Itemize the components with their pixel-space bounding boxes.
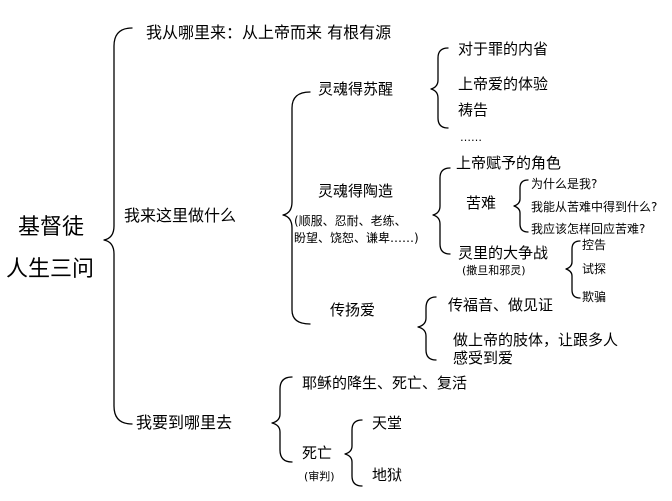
shaping-virtues-line1: (顺服、忍耐、老练、 [294, 214, 407, 228]
shaping-virtues-line2: 盼望、饶恕、谦卑……) [294, 231, 419, 245]
suffering-question-1: 为什么是我? [531, 177, 598, 191]
node-awakening: 灵魂得苏醒 [318, 80, 394, 98]
spreading-item-2: 做上帝的肢体，让跟多人 感受到爱 [453, 331, 619, 367]
brace-death [344, 419, 363, 487]
root-title-line2: 人生三问 [6, 257, 95, 282]
brace-battle [565, 240, 581, 299]
node-death: 死亡 [302, 444, 333, 462]
branch-destination: 我要到哪里去 [136, 413, 233, 432]
death-sub: (审判) [304, 470, 335, 483]
spreading-item-1: 传福音、做见证 [448, 296, 554, 314]
brace-shaping [432, 167, 451, 255]
battle-item-3: 欺骗 [582, 290, 607, 304]
node-spreading-love: 传扬爱 [330, 301, 376, 319]
root-title-line1: 基督徒 [18, 215, 85, 240]
node-spiritual-battle: 灵里的大争战 [458, 244, 549, 262]
brace-suffering [513, 179, 529, 233]
death-item-hell: 地狱 [372, 466, 403, 484]
spiritual-battle-sub: (撒旦和邪灵) [462, 264, 526, 277]
awakening-item-3: 祷告 [458, 101, 489, 119]
awakening-item-2: 上帝爱的体验 [458, 75, 549, 93]
battle-item-2: 试探 [582, 262, 607, 276]
brace-awakening [430, 47, 449, 129]
shaping-role: 上帝赋予的角色 [456, 154, 562, 172]
battle-item-1: 控告 [582, 238, 607, 252]
suffering-question-3: 我应该怎样回应苦难? [531, 222, 646, 236]
node-shaping: 灵魂得陶造 [318, 182, 394, 200]
brace-root [103, 27, 133, 425]
suffering-question-2: 我能从苦难中得到什么? [531, 200, 658, 214]
brace-destination [271, 376, 293, 463]
awakening-item-1: 对于罪的内省 [458, 40, 549, 58]
branch-purpose: 我来这里做什么 [124, 206, 237, 225]
destination-jesus: 耶稣的降生、死亡、复活 [302, 374, 468, 392]
awakening-item-4: …… [460, 131, 482, 144]
brace-spreading [417, 296, 437, 361]
node-suffering: 苦难 [466, 194, 497, 212]
brace-purpose [282, 91, 311, 325]
branch-origin: 我从哪里来：从上帝而来 有根有源 [146, 23, 392, 42]
death-item-heaven: 天堂 [372, 414, 403, 432]
